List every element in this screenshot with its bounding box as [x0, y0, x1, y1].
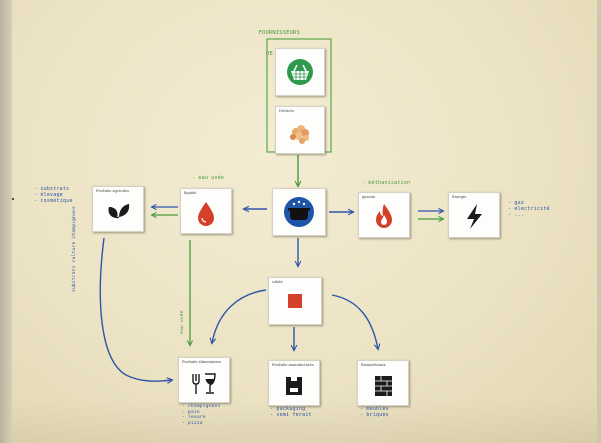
basket-icon: [287, 59, 313, 85]
card-gas[interactable]: gazeux: [358, 192, 410, 238]
card-solid-title: solide: [272, 280, 283, 284]
arrow-solid-to-materials: [331, 294, 378, 349]
card-liquid-title: liquide: [184, 191, 197, 195]
note-liquid-label: - eau usée: [192, 175, 225, 181]
pen-dot: [12, 198, 14, 200]
bricks-icon: [375, 376, 392, 396]
square-icon: [288, 294, 302, 308]
card-materials-title: Biomatériaux: [361, 363, 386, 367]
note-vertical-eau: eau usée: [180, 310, 185, 334]
note-energy: - gaz - électricité - ...: [508, 200, 550, 218]
header-line-1: FOURNISSEURS: [258, 30, 300, 36]
note-gas-label: - méthanisation: [362, 180, 411, 186]
card-gas-title: gazeux: [362, 195, 375, 199]
card-energy[interactable]: Énergie: [448, 192, 500, 238]
arrow-solid-to-food: [212, 289, 267, 343]
fork-glass-icon: [192, 373, 216, 394]
card-food-waste[interactable]: Déchets: [275, 106, 325, 154]
lightning-icon: [467, 204, 482, 229]
food-waste-icon: [290, 125, 309, 144]
card-biomaterials[interactable]: Biomatériaux: [357, 360, 409, 406]
card-food-title: Produits alimentaires: [182, 360, 222, 364]
card-ag-title: Produits agricoles: [96, 189, 130, 193]
box-icon: [286, 377, 302, 395]
paper-shadow: [12, 400, 597, 443]
photo-edge-left: [0, 0, 12, 443]
leaves-icon: [108, 204, 130, 219]
card-liquid[interactable]: liquide: [180, 188, 232, 234]
note-manufactured: - packaging - semi ferait: [270, 406, 312, 418]
arrow-ag-to-food: [99, 237, 172, 381]
photo-edge-right: [597, 0, 601, 443]
note-vertical-substrats: substrats culture champignons: [72, 205, 77, 292]
card-energy-title: Énergie: [452, 195, 467, 199]
card-manufactured[interactable]: Produits manufacturés: [268, 360, 320, 406]
card-agricultural[interactable]: Produits agricoles: [92, 186, 144, 232]
card-waste-title: Déchets: [279, 109, 294, 113]
card-solid[interactable]: solide: [268, 277, 322, 325]
note-food: - champignons - pain - levure - pizza: [182, 404, 221, 426]
card-manuf-title: Produits manufacturés: [272, 363, 314, 367]
cooking-pot-icon: [284, 197, 314, 227]
drop-icon: [198, 202, 214, 226]
flame-icon: [376, 204, 392, 228]
card-basket[interactable]: [275, 48, 325, 96]
note-biomaterials: - meubles - briques: [360, 406, 389, 418]
card-cooking-pot[interactable]: [272, 188, 326, 236]
card-food-products[interactable]: Produits alimentaires: [178, 357, 230, 403]
note-agricultural: - substrats - élevage - cosmétique: [34, 186, 73, 204]
